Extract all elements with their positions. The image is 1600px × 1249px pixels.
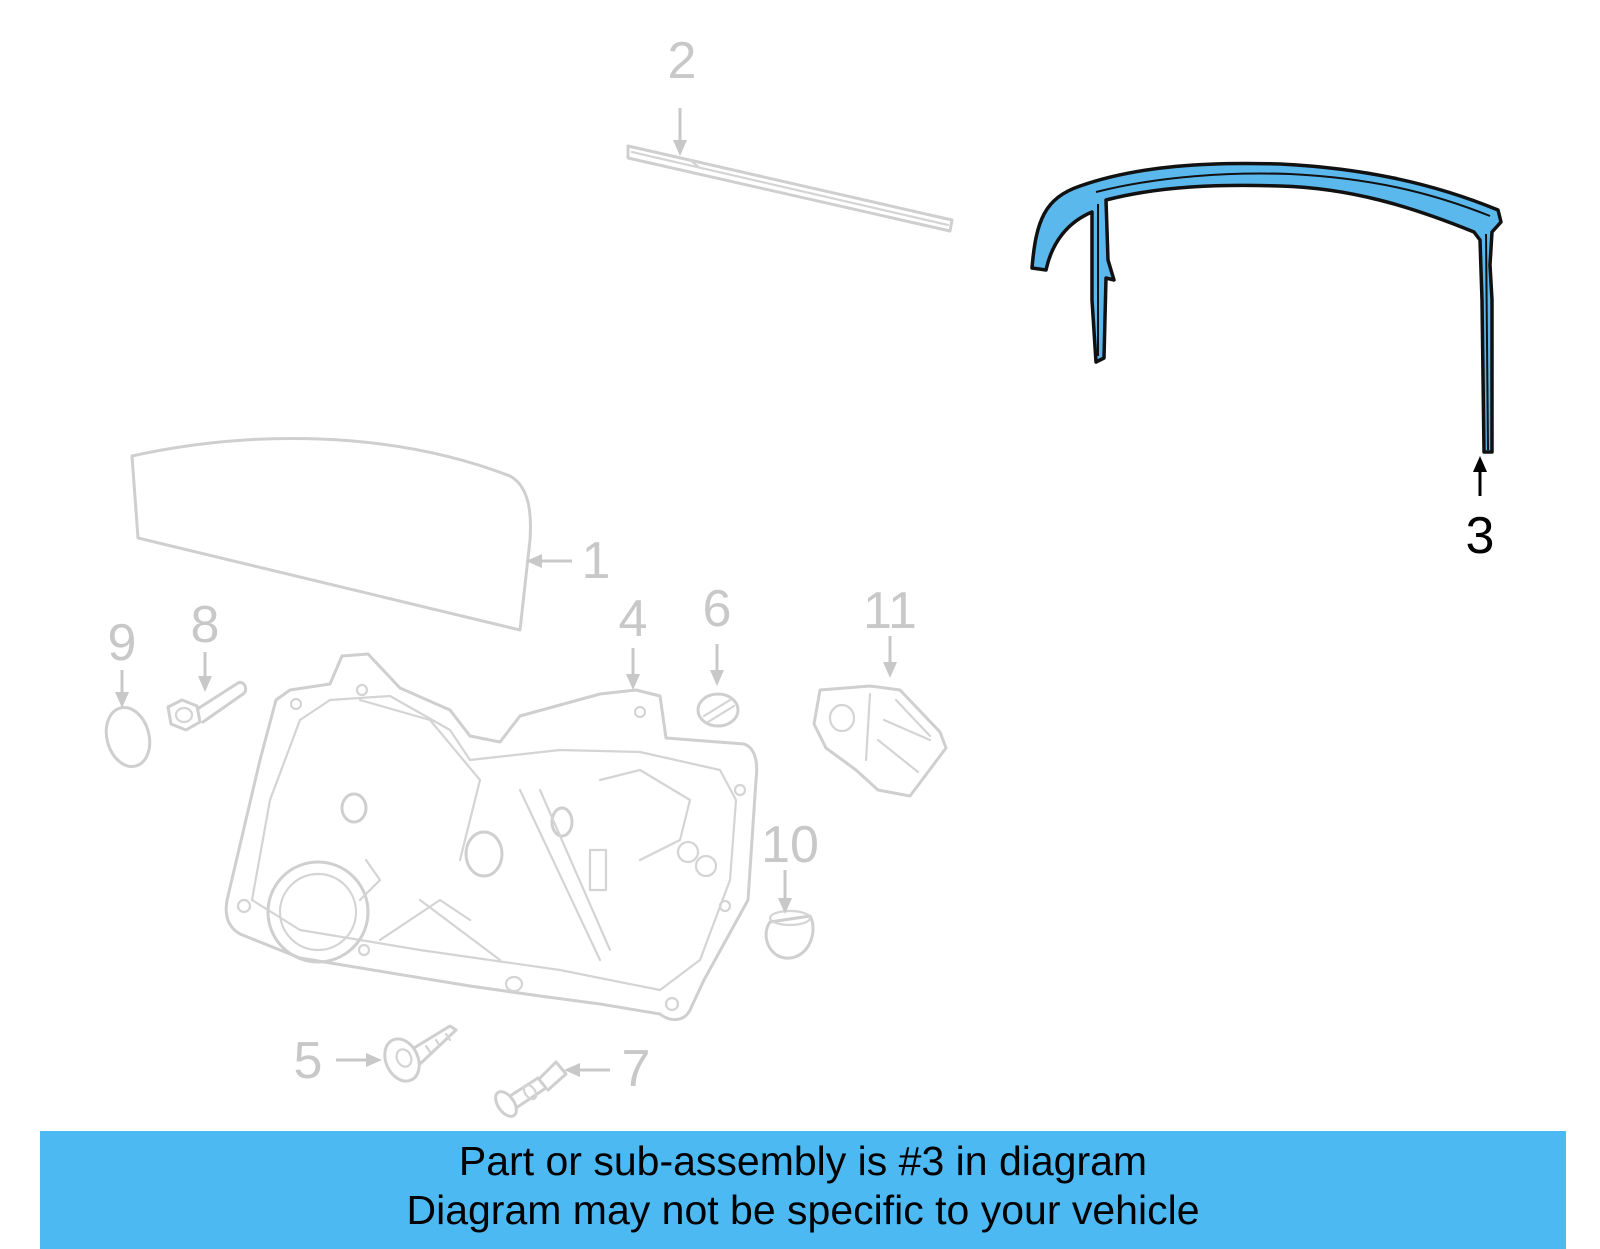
callout-9-label: 9 bbox=[108, 614, 137, 672]
callout-11-label: 11 bbox=[863, 582, 917, 640]
part-7-push-pin bbox=[494, 1060, 568, 1118]
callout-1-arrow bbox=[526, 554, 572, 568]
callout-6-arrow bbox=[710, 644, 724, 686]
callout-5-label: 5 bbox=[294, 1032, 323, 1090]
part-11-window-motor bbox=[812, 684, 948, 798]
callout-4-label: 4 bbox=[619, 590, 648, 648]
callout-11-arrow bbox=[883, 636, 897, 678]
callout-4-arrow bbox=[626, 648, 640, 690]
part-2-belt-molding bbox=[626, 144, 954, 233]
callout-3-label: 3 bbox=[1466, 507, 1495, 565]
callout-8-label: 8 bbox=[191, 596, 220, 654]
part-5-screw bbox=[383, 1024, 458, 1083]
callout-6-label: 6 bbox=[703, 580, 732, 638]
callout-5-arrow bbox=[336, 1053, 382, 1067]
callout-10-label: 10 bbox=[761, 816, 819, 874]
part-4-window-regulator bbox=[224, 652, 759, 1021]
banner-disclaimer: Diagram may not be specific to your vehi… bbox=[406, 1187, 1200, 1233]
info-banner: Part or sub-assembly is #3 in diagram Di… bbox=[40, 1131, 1566, 1249]
part-6-plug bbox=[696, 692, 740, 728]
callout-9-arrow bbox=[115, 670, 129, 708]
part-9-o-ring bbox=[104, 706, 152, 768]
callout-7-label: 7 bbox=[622, 1040, 651, 1098]
part-1-door-glass bbox=[130, 437, 532, 632]
part-3-weatherstrip bbox=[1030, 161, 1503, 454]
callout-3-arrow bbox=[1473, 456, 1487, 496]
callout-7-arrow bbox=[564, 1063, 610, 1077]
callout-2-arrow bbox=[673, 108, 687, 156]
callout-8-arrow bbox=[198, 652, 212, 692]
part-8-bolt bbox=[166, 680, 248, 732]
part-10-grommet bbox=[764, 909, 815, 960]
callout-10-arrow bbox=[778, 870, 792, 914]
banner-part-note: Part or sub-assembly is #3 in diagram bbox=[458, 1138, 1148, 1184]
callout-1-label: 1 bbox=[582, 532, 611, 590]
callout-2-label: 2 bbox=[668, 32, 697, 90]
